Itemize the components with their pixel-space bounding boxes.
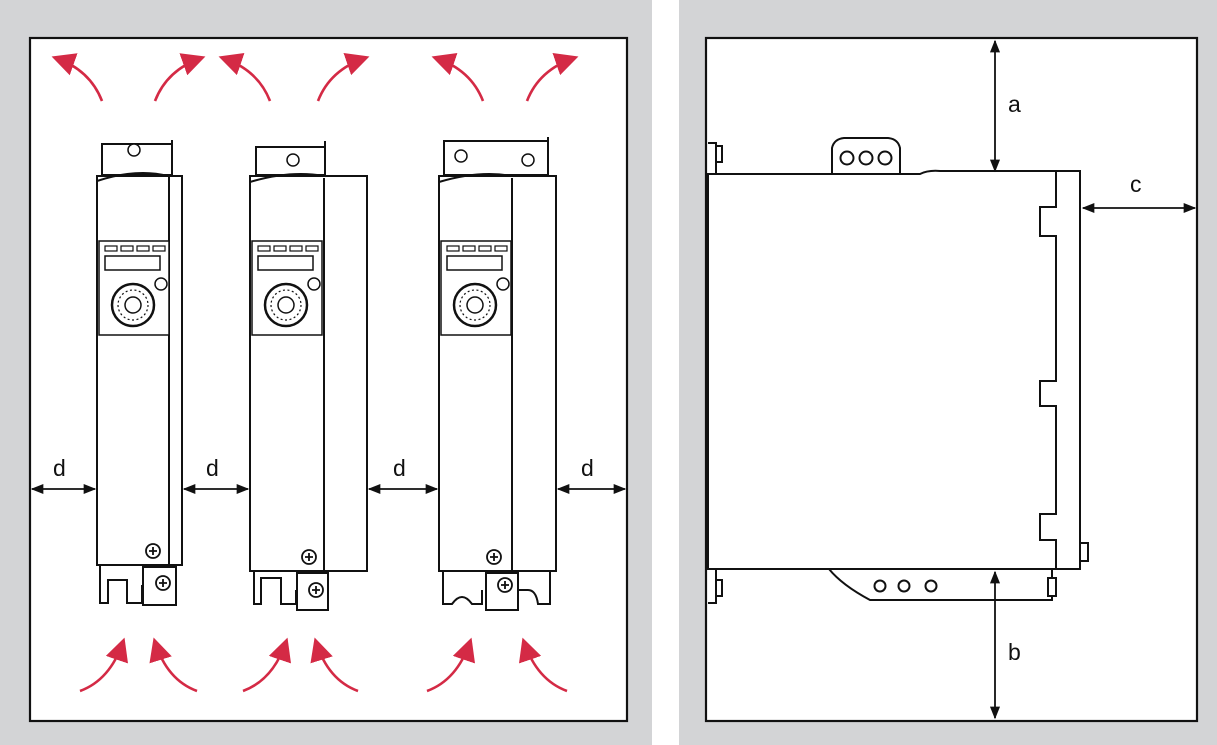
drive-unit-3: [438, 137, 557, 611]
airflow-in-arrow: [310, 637, 359, 693]
airflow-out-arrow: [431, 53, 485, 102]
drive-unit-2: [249, 141, 368, 611]
clearance-d-label: d: [53, 455, 66, 481]
airflow-in-arrow: [242, 637, 292, 693]
drive-side-view: [707, 137, 1089, 604]
airflow-out-arrow: [218, 53, 272, 102]
clearance-d-label: d: [581, 455, 594, 481]
airflow-out-arrow: [525, 53, 579, 102]
clearance-d-label: d: [393, 455, 406, 481]
airflow-out-arrow: [316, 53, 370, 102]
clearance-a-label: a: [1008, 91, 1021, 117]
airflow-in-arrow: [79, 637, 129, 693]
airflow-out-arrow: [51, 53, 104, 102]
airflow-in-arrow: [518, 637, 568, 693]
clearance-d-label: d: [206, 455, 219, 481]
airflow-in-arrow: [149, 637, 198, 693]
clearance-c-label: c: [1130, 171, 1142, 197]
drive-unit-1: [96, 140, 183, 606]
airflow-in-arrow: [426, 637, 476, 693]
clearance-b-label: b: [1008, 639, 1021, 665]
airflow-out-arrow: [153, 53, 206, 102]
